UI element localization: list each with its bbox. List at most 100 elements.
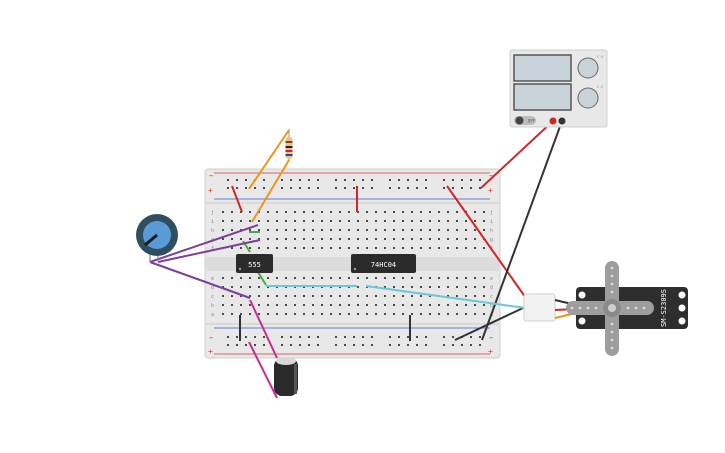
breadboard-hole[interactable] bbox=[402, 247, 404, 249]
breadboard-hole[interactable] bbox=[474, 313, 476, 315]
breadboard-hole[interactable] bbox=[267, 295, 269, 297]
breadboard-hole[interactable] bbox=[339, 238, 341, 240]
breadboard-hole[interactable] bbox=[344, 187, 346, 189]
breadboard-hole[interactable] bbox=[276, 229, 278, 231]
breadboard-hole[interactable] bbox=[344, 344, 346, 346]
wire-red-rail-1[interactable] bbox=[231, 185, 243, 213]
breadboard-hole[interactable] bbox=[240, 304, 242, 306]
breadboard-hole[interactable] bbox=[227, 179, 229, 181]
breadboard-hole[interactable] bbox=[276, 313, 278, 315]
breadboard-hole[interactable] bbox=[456, 211, 458, 213]
breadboard-hole[interactable] bbox=[411, 220, 413, 222]
breadboard-hole[interactable] bbox=[312, 229, 314, 231]
breadboard-hole[interactable] bbox=[299, 179, 301, 181]
breadboard-hole[interactable] bbox=[357, 277, 359, 279]
breadboard-hole[interactable] bbox=[411, 313, 413, 315]
breadboard-hole[interactable] bbox=[393, 220, 395, 222]
breadboard-hole[interactable] bbox=[411, 238, 413, 240]
breadboard-hole[interactable] bbox=[321, 247, 323, 249]
breadboard-hole[interactable] bbox=[258, 220, 260, 222]
breadboard-hole[interactable] bbox=[240, 286, 242, 288]
breadboard-hole[interactable] bbox=[398, 179, 400, 181]
breadboard-hole[interactable] bbox=[465, 220, 467, 222]
breadboard-hole[interactable] bbox=[330, 313, 332, 315]
breadboard-hole[interactable] bbox=[258, 238, 260, 240]
breadboard-hole[interactable] bbox=[447, 229, 449, 231]
breadboard-hole[interactable] bbox=[438, 277, 440, 279]
breadboard-hole[interactable] bbox=[335, 187, 337, 189]
breadboard-hole[interactable] bbox=[429, 277, 431, 279]
breadboard-hole[interactable] bbox=[303, 277, 305, 279]
wire-cyan-servo[interactable] bbox=[365, 285, 541, 311]
breadboard-hole[interactable] bbox=[366, 247, 368, 249]
breadboard-hole[interactable] bbox=[312, 313, 314, 315]
breadboard-hole[interactable] bbox=[420, 238, 422, 240]
breadboard-hole[interactable] bbox=[249, 211, 251, 213]
breadboard-hole[interactable] bbox=[456, 229, 458, 231]
breadboard-hole[interactable] bbox=[231, 277, 233, 279]
breadboard-hole[interactable] bbox=[398, 344, 400, 346]
breadboard-hole[interactable] bbox=[303, 220, 305, 222]
breadboard-hole[interactable] bbox=[258, 247, 260, 249]
breadboard-hole[interactable] bbox=[429, 304, 431, 306]
breadboard-hole[interactable] bbox=[384, 313, 386, 315]
breadboard-hole[interactable] bbox=[240, 247, 242, 249]
breadboard-hole[interactable] bbox=[411, 286, 413, 288]
breadboard-hole[interactable] bbox=[429, 286, 431, 288]
breadboard-hole[interactable] bbox=[353, 179, 355, 181]
breadboard-hole[interactable] bbox=[465, 247, 467, 249]
breadboard-hole[interactable] bbox=[402, 295, 404, 297]
breadboard-hole[interactable] bbox=[456, 220, 458, 222]
breadboard-hole[interactable] bbox=[249, 238, 251, 240]
breadboard-hole[interactable] bbox=[474, 211, 476, 213]
breadboard-hole[interactable] bbox=[263, 179, 265, 181]
breadboard-hole[interactable] bbox=[222, 211, 224, 213]
breadboard-hole[interactable] bbox=[461, 344, 463, 346]
breadboard-hole[interactable] bbox=[240, 313, 242, 315]
breadboard-hole[interactable] bbox=[447, 211, 449, 213]
breadboard-hole[interactable] bbox=[407, 344, 409, 346]
breadboard-hole[interactable] bbox=[384, 304, 386, 306]
breadboard-hole[interactable] bbox=[276, 220, 278, 222]
breadboard-hole[interactable] bbox=[294, 304, 296, 306]
breadboard-hole[interactable] bbox=[366, 295, 368, 297]
psu-knob-voltage[interactable] bbox=[577, 57, 599, 79]
breadboard-hole[interactable] bbox=[312, 247, 314, 249]
breadboard-hole[interactable] bbox=[330, 295, 332, 297]
breadboard-hole[interactable] bbox=[317, 336, 319, 338]
breadboard-hole[interactable] bbox=[465, 238, 467, 240]
breadboard-hole[interactable] bbox=[456, 247, 458, 249]
breadboard-hole[interactable] bbox=[474, 304, 476, 306]
breadboard-hole[interactable] bbox=[321, 229, 323, 231]
breadboard-hole[interactable] bbox=[231, 238, 233, 240]
breadboard-hole[interactable] bbox=[267, 229, 269, 231]
psu-terminal-positive[interactable] bbox=[549, 117, 557, 125]
breadboard-hole[interactable] bbox=[407, 179, 409, 181]
breadboard-hole[interactable] bbox=[384, 229, 386, 231]
breadboard-hole[interactable] bbox=[465, 277, 467, 279]
breadboard-hole[interactable] bbox=[330, 304, 332, 306]
breadboard-hole[interactable] bbox=[254, 344, 256, 346]
breadboard-hole[interactable] bbox=[330, 229, 332, 231]
breadboard-hole[interactable] bbox=[339, 304, 341, 306]
breadboard-hole[interactable] bbox=[312, 304, 314, 306]
breadboard-hole[interactable] bbox=[429, 211, 431, 213]
breadboard-hole[interactable] bbox=[258, 304, 260, 306]
breadboard-hole[interactable] bbox=[317, 179, 319, 181]
wire-purple-2[interactable] bbox=[157, 239, 261, 263]
breadboard-hole[interactable] bbox=[384, 247, 386, 249]
breadboard-hole[interactable] bbox=[483, 277, 485, 279]
breadboard-hole[interactable] bbox=[483, 304, 485, 306]
breadboard-hole[interactable] bbox=[384, 295, 386, 297]
breadboard-hole[interactable] bbox=[276, 304, 278, 306]
breadboard-hole[interactable] bbox=[366, 229, 368, 231]
breadboard-hole[interactable] bbox=[375, 247, 377, 249]
breadboard-hole[interactable] bbox=[429, 220, 431, 222]
breadboard-hole[interactable] bbox=[240, 220, 242, 222]
breadboard-hole[interactable] bbox=[317, 344, 319, 346]
breadboard-hole[interactable] bbox=[393, 211, 395, 213]
breadboard-hole[interactable] bbox=[375, 277, 377, 279]
breadboard-hole[interactable] bbox=[348, 238, 350, 240]
breadboard-hole[interactable] bbox=[357, 304, 359, 306]
breadboard-hole[interactable] bbox=[344, 336, 346, 338]
